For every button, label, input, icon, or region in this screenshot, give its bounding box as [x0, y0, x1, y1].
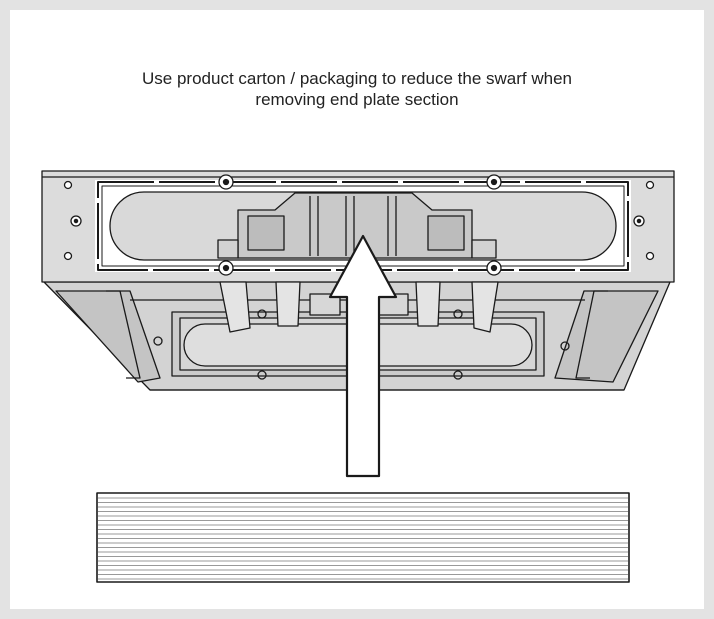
- internal-mechanism: [217, 192, 497, 259]
- hole-icon: [645, 251, 655, 261]
- screw-icon: [70, 215, 82, 227]
- hole-icon: [63, 251, 73, 261]
- screw-icon: [633, 215, 645, 227]
- caption-line-2: removing end plate section: [255, 90, 459, 109]
- instruction-caption: Use product carton / packaging to reduce…: [10, 68, 704, 110]
- screw-icon: [218, 260, 234, 276]
- screw-icon: [486, 260, 502, 276]
- hole-icon: [63, 180, 73, 190]
- upward-arrow-icon: [328, 234, 398, 478]
- caption-line-1: Use product carton / packaging to reduce…: [142, 69, 572, 88]
- cover-screws: [63, 174, 655, 276]
- end-plate-diagram: [41, 170, 675, 583]
- screw-icon: [218, 174, 234, 190]
- mounting-brackets: [219, 281, 499, 333]
- product-carton: [96, 492, 630, 583]
- screw-icon: [486, 174, 502, 190]
- illustration-panel: Use product carton / packaging to reduce…: [10, 10, 704, 609]
- hole-icon: [645, 180, 655, 190]
